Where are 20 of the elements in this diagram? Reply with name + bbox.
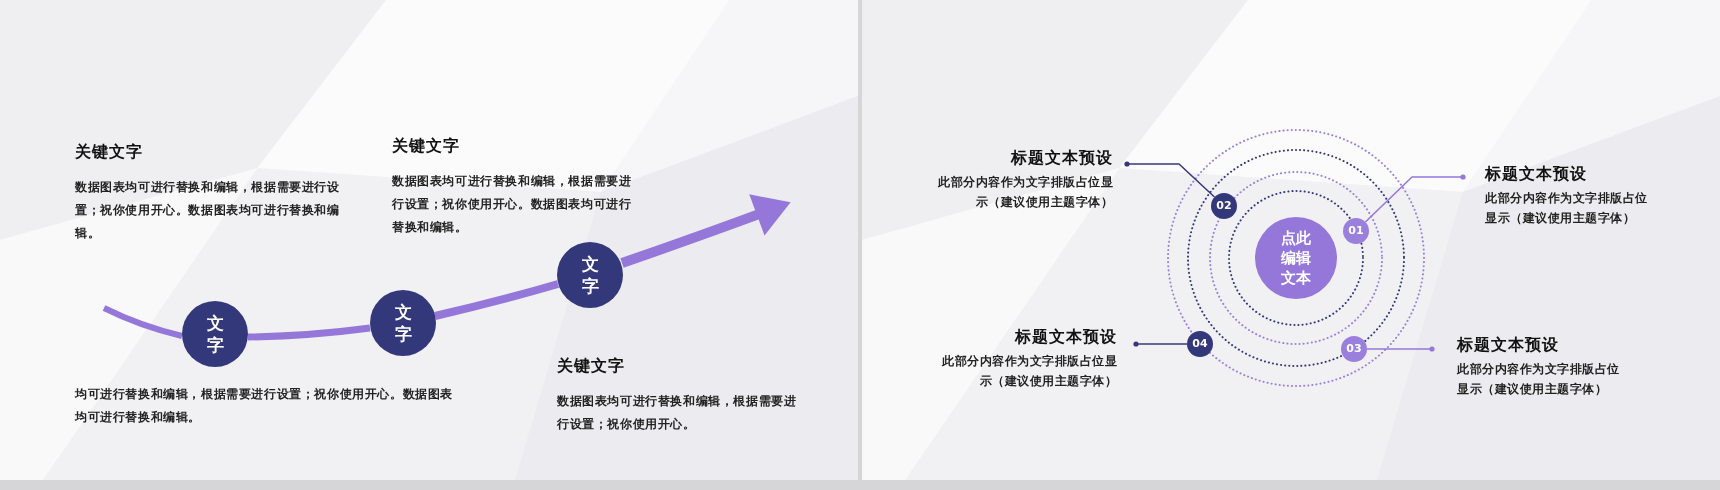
heading: 关键文字 xyxy=(557,355,626,377)
leader-line xyxy=(1366,346,1435,352)
heading: 标题文本预设 xyxy=(1009,147,1113,169)
body-text: 数据图表均可进行替换和编辑，根据需要进行设置；祝你使用开心。数据图表均可进行替换和编辑。 xyxy=(392,173,633,236)
leader-line xyxy=(1133,341,1188,347)
growth-arrow xyxy=(620,194,791,268)
heading: 关键文字 xyxy=(75,141,144,163)
leader-line xyxy=(1124,161,1216,198)
body-text: 均可进行替换和编辑，根据需要进行设置；祝你使用开心。数据图表均可进行替换和编辑。 xyxy=(75,386,454,426)
heading: 标题文本预设 xyxy=(1013,326,1117,348)
leader-line xyxy=(1364,174,1466,223)
heading: 标题文本预设 xyxy=(1457,334,1560,356)
body-text: 此部分内容作为文字排版占位显示（建议使用主题字体） xyxy=(1485,190,1649,227)
body-text: 此部分内容作为文字排版占位显示（建议使用主题字体） xyxy=(1457,361,1621,398)
body-text: 数据图表均可进行替换和编辑，根据需要进行设置；祝你使用开心。 xyxy=(557,393,798,433)
heading: 关键文字 xyxy=(392,135,461,157)
body-text: 数据图表均可进行替换和编辑，根据需要进行设置；祝你使用开心。数据图表均可进行替换和编辑。 xyxy=(75,179,341,242)
heading: 标题文本预设 xyxy=(1485,163,1588,185)
body-text: 此部分内容作为文字排版占位显示（建议使用主题字体） xyxy=(941,353,1117,390)
body-text: 此部分内容作为文字排版占位显示（建议使用主题字体） xyxy=(937,174,1113,211)
